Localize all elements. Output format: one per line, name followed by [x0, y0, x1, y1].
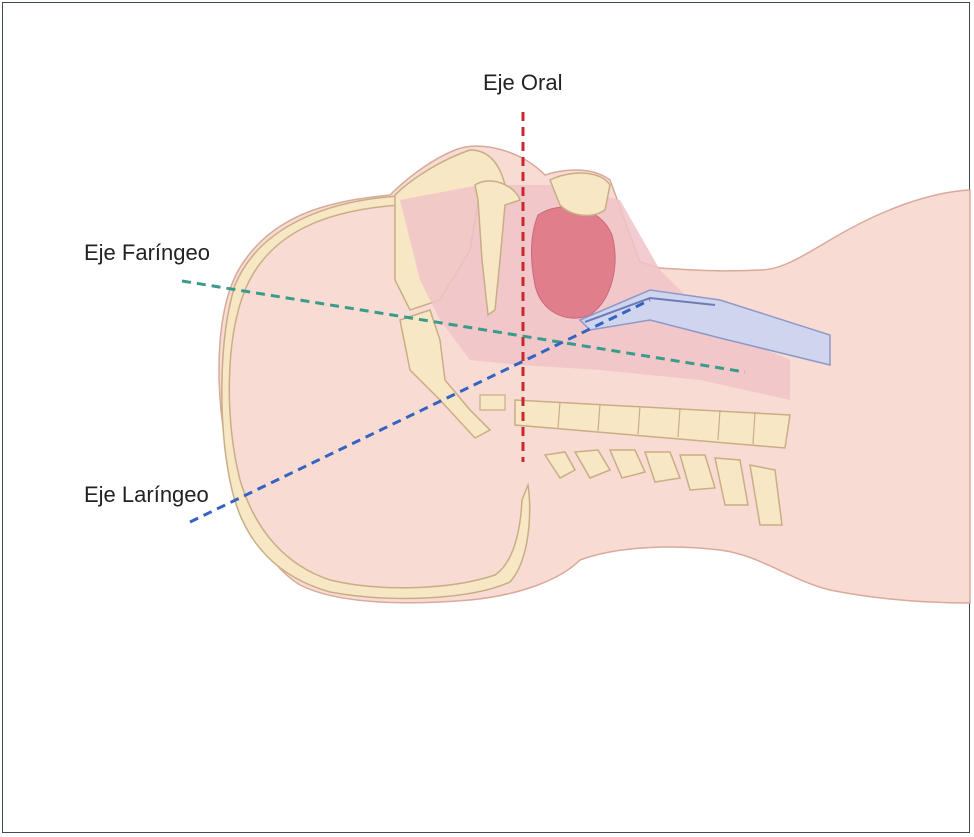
skull-bone [221, 195, 531, 600]
laryngoscope-tube [578, 289, 831, 366]
axis-oral-label: Eje Oral [483, 70, 563, 95]
cervical-spine [514, 399, 791, 526]
axis-laringeo-line [189, 298, 651, 524]
axis-faringeo-line [181, 279, 746, 374]
hyoid-bone [479, 394, 506, 411]
axis-laringeo-label: Eje Laríngeo [84, 482, 209, 507]
maxilla-bone [474, 180, 521, 317]
mandible-bone [399, 309, 492, 439]
tongue [531, 206, 616, 319]
axis-faringeo-label: Eje Faríngeo [84, 240, 210, 265]
incisor-teeth [549, 172, 611, 217]
